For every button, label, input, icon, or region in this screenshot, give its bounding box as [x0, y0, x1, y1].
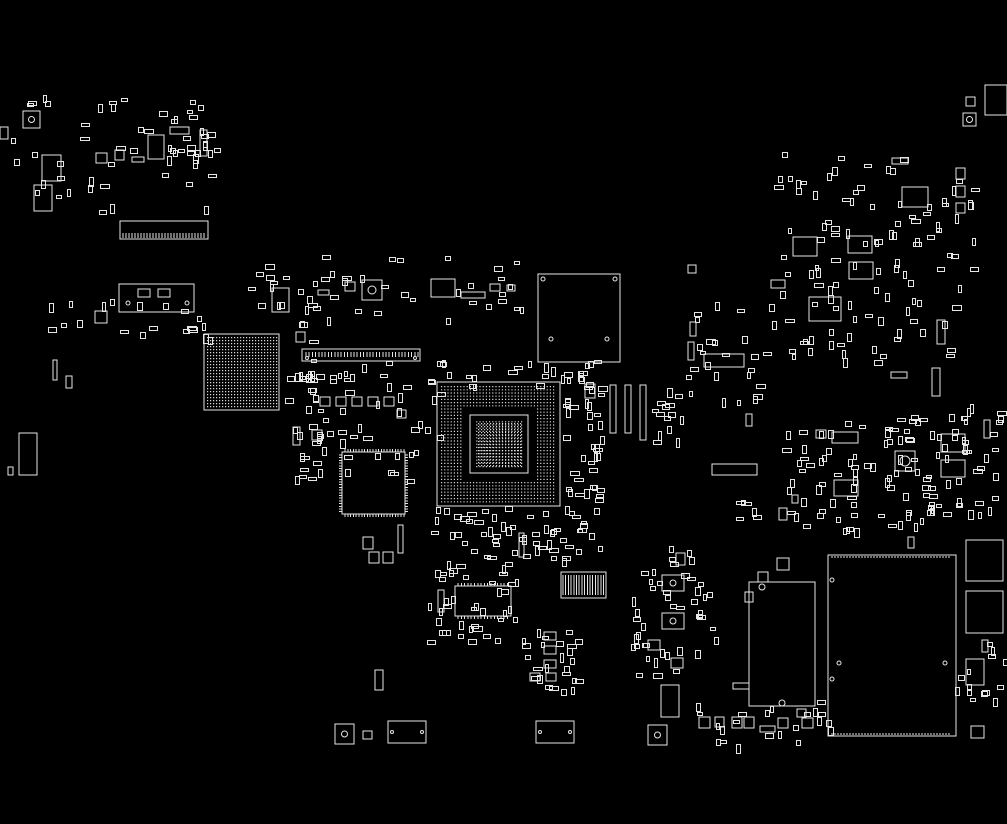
connector-pins	[123, 233, 949, 735]
resistor-array-right-of-cpu	[585, 384, 646, 440]
smd-passive-outlines	[12, 96, 1007, 754]
bga-ball-matrix	[207, 337, 278, 408]
small-passive-components	[12, 96, 1007, 754]
ffc-connector-top-left	[120, 221, 208, 239]
usb-jacks-right-edge	[966, 540, 1003, 738]
pcmcia-slot-bottom-right	[828, 537, 956, 736]
qfp-pins	[339, 449, 408, 517]
left-edge-components	[8, 288, 289, 475]
bga-ball-grids	[123, 233, 949, 735]
bottom-right-passives	[699, 683, 813, 732]
battery-connector-bottom-right	[745, 558, 815, 706]
ffc-connector-center	[302, 349, 420, 361]
bottom-center-passives	[375, 632, 556, 690]
bga-chip-main-cpu	[437, 382, 560, 506]
header-connector-left	[119, 284, 194, 312]
bottom-edge-connectors	[335, 721, 667, 745]
sodimm-chip-top	[538, 274, 620, 362]
center-top-components	[296, 279, 515, 342]
bga-chip-left	[204, 334, 279, 410]
bga-ball-matrix	[478, 423, 522, 467]
